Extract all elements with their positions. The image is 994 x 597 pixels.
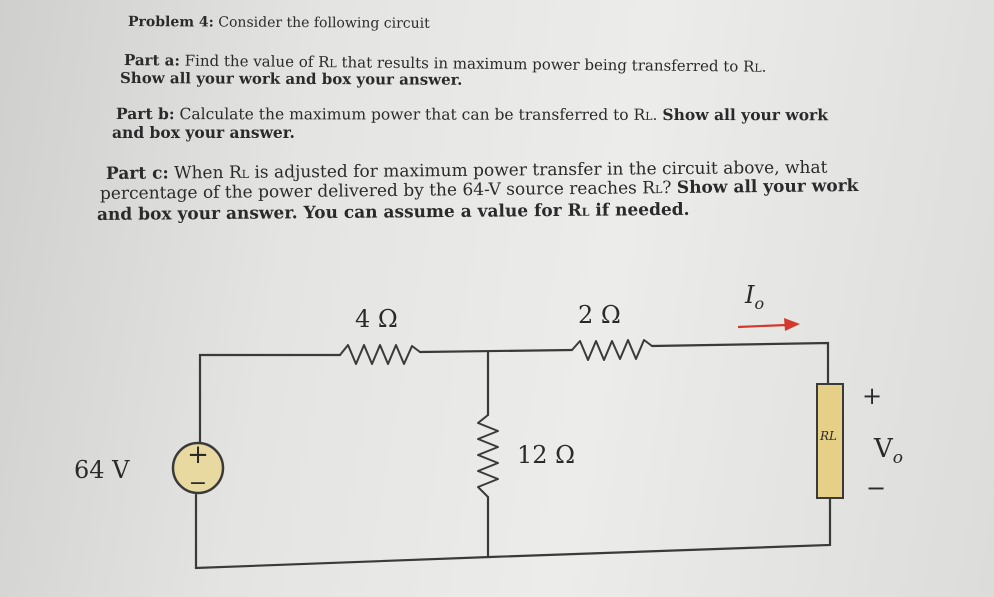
part-b-line-2: and box your answer. [112, 123, 295, 142]
resistor-12ohm-zigzag [477, 414, 499, 498]
resistor-12ohm-label: 12 Ω [517, 441, 575, 469]
resistors [339, 339, 653, 498]
source-minus-sign: − [189, 471, 207, 496]
voltage-source: + − [171, 440, 225, 496]
resistor-2ohm-label: 2 Ω [578, 301, 621, 329]
source-voltage-label: 64 V [74, 456, 130, 484]
resistor-4ohm-zigzag [339, 344, 421, 365]
resistor-2ohm-zigzag [571, 339, 653, 361]
vo-label: Vo [873, 434, 903, 468]
circuit-wires [194, 341, 832, 570]
current-arrow-line [737, 323, 787, 329]
source-plus-sign: + [187, 440, 209, 470]
wire-bottom [194, 493, 832, 570]
current-label: Io [744, 281, 764, 313]
wire-top-middle [418, 348, 574, 354]
wire-top-left [198, 353, 342, 444]
load-resistor: RL [816, 383, 844, 499]
voltage-source-circle [171, 441, 225, 495]
vo-minus-sign: − [866, 474, 886, 502]
load-resistor-box [816, 383, 844, 499]
resistor-4ohm-label: 4 Ω [355, 305, 398, 333]
load-resistor-label: RL [819, 429, 837, 443]
vo-plus-sign: + [862, 382, 882, 410]
wire-top-right [650, 341, 830, 386]
current-arrow [737, 318, 800, 331]
current-arrow-head [784, 318, 800, 331]
